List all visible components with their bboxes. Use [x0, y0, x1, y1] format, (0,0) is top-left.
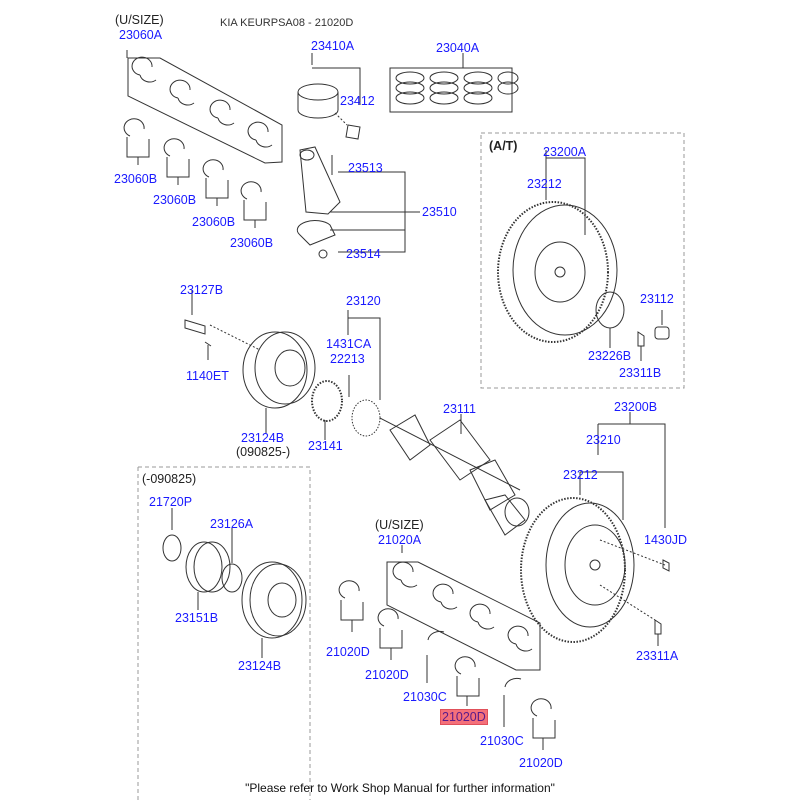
part-label-23060B[interactable]: 23060B [153, 193, 197, 207]
damper-pulley-drawing [184, 290, 316, 433]
part-label-23126A[interactable]: 23126A [210, 517, 254, 531]
group-note-date-before: (-090825) [142, 472, 197, 486]
part-label-23060B[interactable]: 23060B [114, 172, 158, 186]
part-label-23060B[interactable]: 23060B [192, 215, 236, 229]
part-label-23311B[interactable]: 23311B [619, 366, 662, 380]
part-label-23510[interactable]: 23510 [422, 205, 457, 219]
part-label-23060B[interactable]: 23060B [230, 236, 274, 250]
part-label-21020D-selected[interactable]: 21020D [440, 709, 488, 725]
part-label-23141[interactable]: 23141 [308, 439, 343, 453]
part-label-23212[interactable]: 23212 [563, 468, 598, 482]
part-label-23412[interactable]: 23412 [340, 94, 375, 108]
bearing-set-23060A [123, 50, 283, 228]
crank-sprocket-drawing [311, 310, 381, 440]
part-label-23151B[interactable]: 23151B [175, 611, 219, 625]
part-label-22213[interactable]: 22213 [330, 352, 365, 366]
piston-drawing [297, 53, 361, 140]
drive-plate-drawing [497, 150, 670, 361]
group-note-usize-bottom: (U/SIZE) [375, 518, 424, 532]
part-label-23124B[interactable]: 23124B [241, 431, 285, 445]
piston-rings-drawing [389, 53, 519, 113]
part-label-23212[interactable]: 23212 [527, 177, 562, 191]
part-label-1431CA[interactable]: 1431CA [326, 337, 372, 351]
crankshaft-drawing [351, 399, 530, 536]
group-note-at: (A/T) [489, 139, 518, 153]
part-label-23226B[interactable]: 23226B [588, 349, 632, 363]
diagram-title: KIA KEURPSA08 - 21020D [220, 17, 354, 29]
flywheel-drawing [520, 412, 670, 646]
part-label-23111[interactable]: 23111 [443, 402, 476, 416]
part-label-23311A[interactable]: 23311A [636, 649, 679, 663]
part-label-23200A[interactable]: 23200A [543, 145, 587, 159]
part-label-23210[interactable]: 23210 [586, 433, 621, 447]
connecting-rod-drawing [296, 146, 420, 259]
part-label-21030C[interactable]: 21030C [403, 690, 447, 704]
group-note-usize-top: (U/SIZE) [115, 13, 164, 27]
part-label-23410A[interactable]: 23410A [311, 39, 355, 53]
part-label-23200B[interactable]: 23200B [614, 400, 658, 414]
part-label-23127B[interactable]: 23127B [180, 283, 224, 297]
part-label-23040A[interactable]: 23040A [436, 41, 480, 55]
part-label-21030C[interactable]: 21030C [480, 734, 524, 748]
bearing-set-21020A [338, 545, 556, 750]
part-label-21020A[interactable]: 21020A [378, 533, 422, 547]
footer-note: "Please refer to Work Shop Manual for fu… [245, 781, 555, 795]
part-label-23120[interactable]: 23120 [346, 294, 381, 308]
part-label-23124B[interactable]: 23124B [238, 659, 282, 673]
part-label-23060A[interactable]: 23060A [119, 28, 163, 42]
part-label-23514[interactable]: 23514 [346, 247, 381, 261]
part-label-21020D[interactable]: 21020D [365, 668, 409, 682]
part-label-23112[interactable]: 23112 [640, 292, 674, 306]
part-label-1430JD[interactable]: 1430JD [644, 533, 688, 547]
part-label-21720P[interactable]: 21720P [149, 495, 193, 509]
bearing-shell-icon [131, 56, 273, 148]
part-label-21020D[interactable]: 21020D [326, 645, 370, 659]
group-note-date-after: (090825-) [236, 445, 291, 459]
part-label-1140ET[interactable]: 1140ET [186, 369, 229, 383]
part-label-21020D[interactable]: 21020D [519, 756, 563, 770]
damper-assembly-old-drawing [162, 508, 307, 658]
part-label-23513[interactable]: 23513 [348, 161, 383, 175]
